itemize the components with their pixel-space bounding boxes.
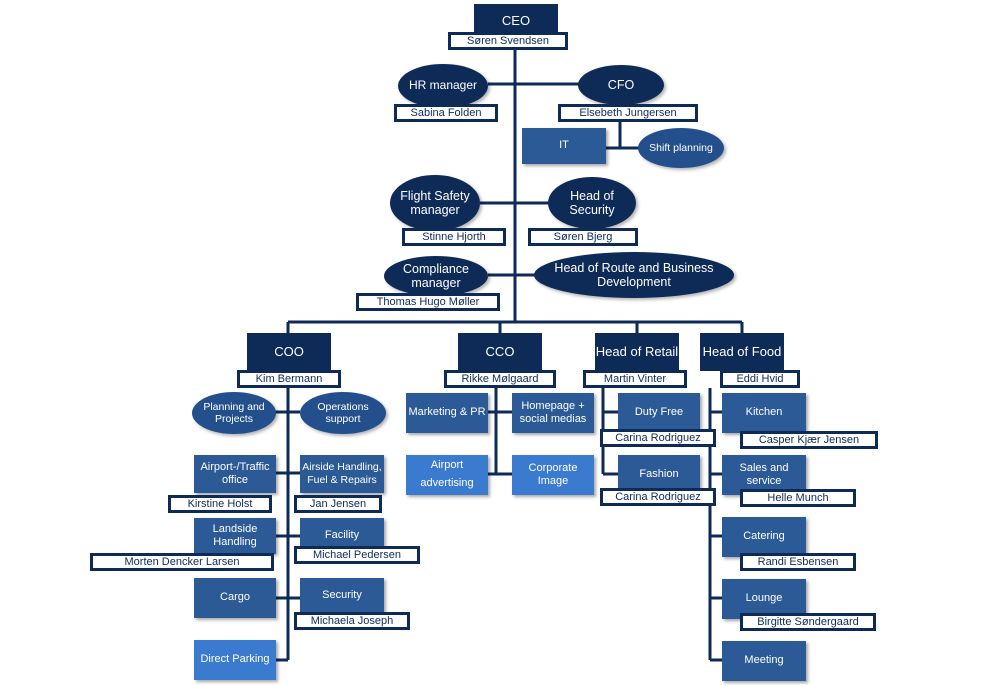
ceo-name: Søren Svendsen — [448, 32, 568, 50]
catering-name: Randi Esbensen — [740, 553, 856, 571]
head-of-retail-name: Martin Vinter — [583, 370, 687, 388]
catering-box: Catering — [722, 517, 806, 557]
head-of-food-box: Head of Food — [700, 333, 784, 371]
corporate-image-box: Corporate Image — [512, 455, 594, 495]
planning-projects-oval: Planning and Projects — [192, 392, 276, 434]
compliance-oval: Compliance manager — [384, 256, 488, 296]
kitchen-name: Casper Kjær Jensen — [740, 431, 878, 449]
marketing-pr-box: Marketing & PR — [406, 393, 488, 433]
cargo-box: Cargo — [194, 578, 276, 618]
landside-handling-name: Morten Dencker Larsen — [90, 553, 274, 571]
coo-box: COO — [247, 333, 331, 371]
security-box: Security — [300, 578, 384, 614]
duty-free-name: Carina Rodriguez — [600, 429, 716, 447]
hr-manager-oval: HR manager — [398, 64, 488, 108]
coo-name: Kim Bermann — [237, 370, 341, 388]
direct-parking-box: Direct Parking — [194, 640, 276, 680]
duty-free-box: Duty Free — [618, 393, 700, 433]
shift-planning-oval: Shift planning — [638, 128, 724, 168]
airport-advertising-box: Airport advertising — [406, 455, 488, 495]
airside-handling-name: Jan Jensen — [294, 495, 382, 513]
airside-handling-box: Airside Handling, Fuel & Repairs — [300, 455, 384, 493]
cco-name: Rikke Mølgaard — [444, 370, 556, 388]
head-of-security-name: Søren Bjerg — [528, 228, 638, 246]
flight-safety-oval: Flight Safety manager — [390, 175, 480, 231]
lounge-box: Lounge — [722, 579, 806, 619]
homepage-social-box: Homepage + social medias — [512, 393, 594, 433]
flight-safety-name: Stinne Hjorth — [402, 228, 506, 246]
cfo-name: Elsebeth Jungersen — [558, 104, 698, 122]
facility-name: Michael Pedersen — [294, 546, 420, 564]
security-name: Michaela Joseph — [294, 612, 410, 630]
kitchen-box: Kitchen — [722, 393, 806, 433]
cco-box: CCO — [458, 333, 542, 371]
sales-service-name: Helle Munch — [740, 489, 856, 507]
hr-manager-name: Sabina Folden — [394, 104, 498, 122]
operations-support-oval: Operations support — [300, 392, 386, 434]
airport-traffic-office-name: Kirstine Holst — [168, 495, 272, 513]
airport-traffic-office-box: Airport-/Traffic office — [194, 455, 276, 493]
landside-handling-box: Landside Handling — [194, 518, 276, 554]
compliance-name: Thomas Hugo Møller — [356, 293, 500, 311]
cfo-oval: CFO — [578, 65, 664, 105]
it-box: IT — [522, 128, 606, 164]
route-business-oval: Head of Route and Business Development — [534, 252, 734, 298]
fashion-name: Carina Rodriguez — [600, 488, 716, 506]
head-of-food-name: Eddi Hvid — [720, 370, 800, 388]
lounge-name: Birgitte Søndergaard — [740, 613, 876, 631]
head-of-retail-box: Head of Retail — [595, 333, 679, 371]
meeting-box: Meeting — [722, 641, 806, 681]
sales-service-box: Sales and service — [722, 455, 806, 495]
head-of-security-oval: Head of Security — [548, 177, 636, 229]
